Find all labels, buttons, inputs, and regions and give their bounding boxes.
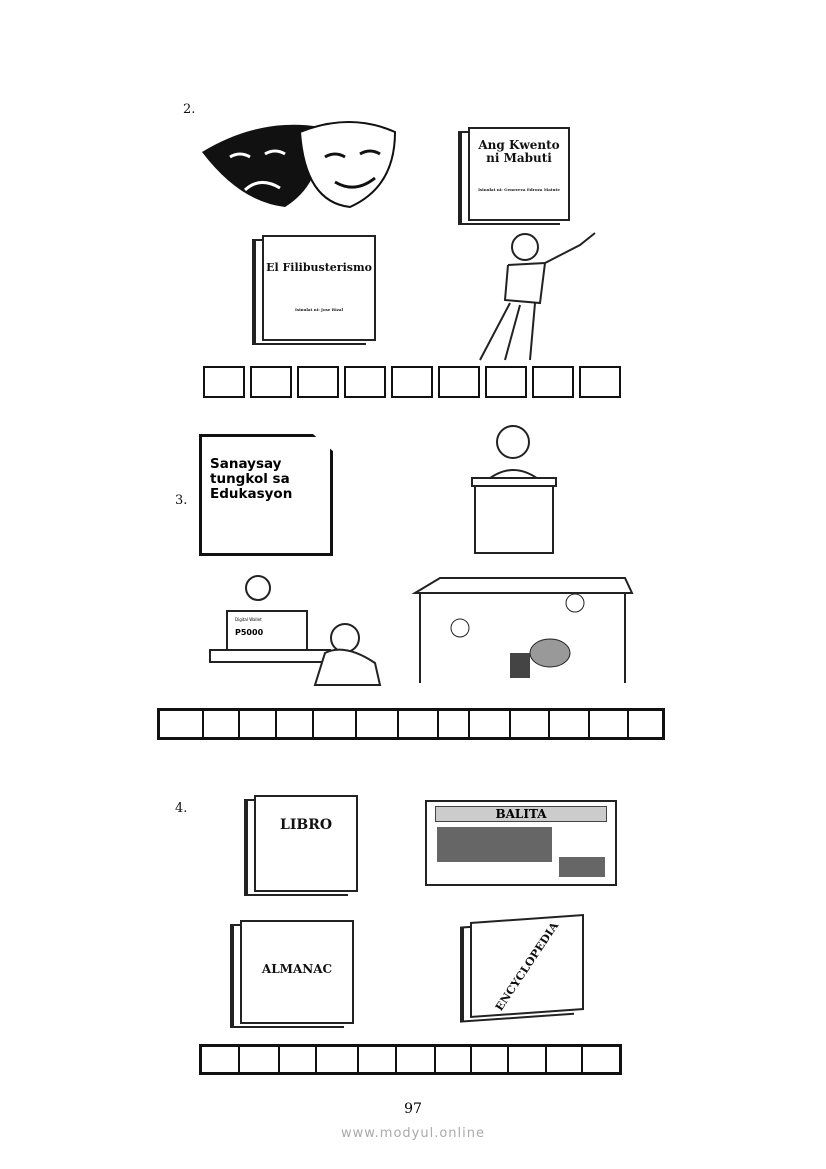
item-number: 2.	[183, 102, 196, 117]
book-almanac: ALMANAC	[240, 920, 354, 1024]
letter-box[interactable]	[359, 1047, 397, 1072]
letter-box[interactable]	[277, 711, 315, 737]
letter-box[interactable]	[511, 711, 550, 737]
online-shopping-illustration: P5000 Digital Wallet	[209, 575, 382, 686]
letter-box[interactable]	[160, 711, 204, 737]
book-title: LIBRO	[279, 817, 333, 833]
market-stall-illustration	[411, 577, 634, 683]
book-author: Isinulat ni: Genoveva Edroza Matute	[478, 187, 560, 192]
item-number: 3.	[175, 493, 188, 508]
letter-box[interactable]	[472, 1047, 510, 1072]
letter-box[interactable]	[397, 1047, 436, 1072]
letter-box[interactable]	[314, 711, 357, 737]
book-title: ENCYCLOPEDIA	[492, 919, 562, 1014]
letter-box[interactable]	[240, 1047, 281, 1072]
letter-box[interactable]	[250, 366, 292, 398]
letter-box[interactable]	[399, 711, 440, 737]
book-libro: LIBRO	[254, 795, 358, 892]
newspaper-photo	[437, 827, 552, 862]
letter-box[interactable]	[240, 711, 278, 737]
watermark: www.modyul.online	[340, 1126, 486, 1141]
theater-masks-icon	[202, 121, 397, 209]
screen-title: Digital Wallet	[235, 617, 262, 622]
letter-box[interactable]	[280, 1047, 317, 1072]
book-encyclopedia: ENCYCLOPEDIA	[470, 914, 584, 1018]
paper-text: Sanaysay tungkol sa Edukasyon	[210, 456, 293, 502]
book-author: Isinulat ni: Jose Rizal	[294, 307, 344, 312]
letter-box[interactable]	[509, 1047, 547, 1072]
letter-box[interactable]	[485, 366, 527, 398]
letter-box[interactable]	[203, 366, 245, 398]
book-title: Ang Kwento ni Mabuti	[478, 138, 560, 165]
answer-boxes-3	[157, 708, 665, 740]
letter-box[interactable]	[297, 366, 339, 398]
book-el-filibusterismo: El Filibusterismo Isinulat ni: Jose Riza…	[262, 235, 376, 341]
answer-boxes-4	[199, 1044, 622, 1075]
book-ang-kwento-ni-mabuti: Ang Kwento ni Mabuti Isinulat ni: Genove…	[468, 127, 570, 221]
item-number: 4.	[175, 801, 188, 816]
letter-box[interactable]	[583, 1047, 619, 1072]
letter-box[interactable]	[629, 711, 662, 737]
speaker-person-icon	[479, 232, 596, 361]
letter-box[interactable]	[204, 711, 241, 737]
letter-box[interactable]	[391, 366, 433, 398]
book-title: El Filibusterismo	[266, 261, 372, 274]
letter-box[interactable]	[438, 366, 480, 398]
letter-box[interactable]	[579, 366, 621, 398]
podium-speaker-icon	[471, 425, 557, 554]
newspaper: BALITA	[425, 800, 617, 886]
book-title: ALMANAC	[261, 962, 333, 976]
essay-paper: Sanaysay tungkol sa Edukasyon	[199, 434, 333, 556]
newspaper-photo	[559, 857, 605, 877]
letter-box[interactable]	[547, 1047, 583, 1072]
letter-box[interactable]	[436, 1047, 473, 1072]
letter-box[interactable]	[439, 711, 471, 737]
screen-amount: P5000	[235, 628, 264, 637]
letter-box[interactable]	[317, 1047, 359, 1072]
letter-box[interactable]	[532, 366, 574, 398]
letter-box[interactable]	[344, 366, 386, 398]
page-number: 97	[404, 1101, 422, 1117]
newspaper-title: BALITA	[435, 806, 607, 822]
letter-box[interactable]	[357, 711, 400, 737]
letter-box[interactable]	[590, 711, 630, 737]
letter-box[interactable]	[202, 1047, 241, 1072]
letter-box[interactable]	[550, 711, 591, 737]
answer-boxes-2	[203, 366, 621, 398]
letter-box[interactable]	[470, 711, 511, 737]
